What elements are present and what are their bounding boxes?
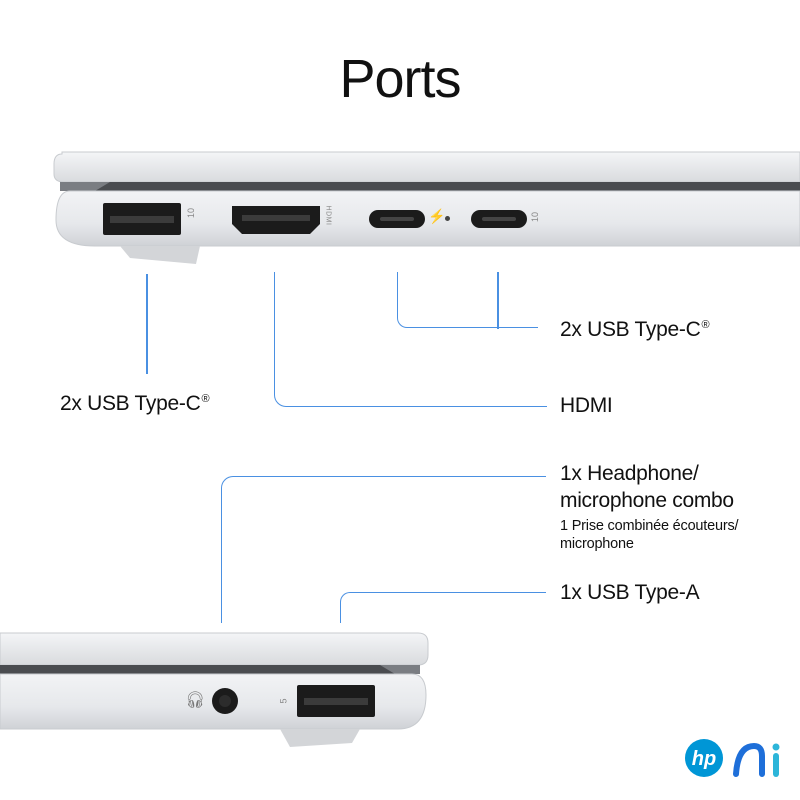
usb-c-port-1-icon <box>369 210 425 228</box>
hdmi-tag: HDMI <box>324 205 332 226</box>
registered-mark: ® <box>701 319 710 331</box>
label-headphone-line2: microphone combo <box>560 489 734 512</box>
label-headphone-line1: 1x Headphone/ <box>560 462 699 485</box>
page-title: Ports <box>339 49 461 109</box>
usb-a-port-bottom-icon <box>297 685 375 717</box>
status-dot-icon <box>445 216 450 221</box>
callout-line-hdmi <box>274 272 547 407</box>
label-headphone-fr-line2: microphone <box>560 536 634 552</box>
callout-line-usb-a-bottom <box>340 592 546 623</box>
label-hdmi: HDMI <box>560 394 613 417</box>
svg-text:hp: hp <box>692 748 716 770</box>
audio-jack-port-icon <box>212 688 238 714</box>
registered-mark: ® <box>201 393 210 405</box>
usb-c-speed-mark: 10 <box>530 211 541 223</box>
label-usb-c-left-text: 2x USB Type-C <box>60 392 201 415</box>
callout-line-usb-c <box>397 272 538 328</box>
usb-a-speed-mark-top: 10 <box>186 207 197 219</box>
headphone-icon: 🎧︎ <box>185 692 206 709</box>
label-usb-c-right: 2x USB Type-C® <box>560 318 710 342</box>
hp-logo-icon: hp <box>685 739 723 777</box>
label-usb-c-left: 2x USB Type-C® <box>60 392 210 416</box>
callout-line-usb-a-top <box>146 274 148 374</box>
thunderbolt-icon: ⚡ <box>428 208 446 224</box>
label-usb-a: 1x USB Type-A <box>560 581 700 604</box>
usb-c-port-2-icon <box>471 210 527 228</box>
label-headphone-fr-line1: 1 Prise combinée écouteurs/ <box>560 518 739 534</box>
usb-a-speed-mark-bottom: 5 <box>278 698 289 704</box>
callout-line-headphone <box>221 476 546 623</box>
callout-line-usb-c-2 <box>497 272 499 329</box>
hdmi-port-icon <box>232 206 320 234</box>
ai-logo-icon <box>733 742 780 777</box>
label-usb-c-right-text: 2x USB Type-C <box>560 318 701 341</box>
usb-a-port-top-icon <box>103 203 181 235</box>
